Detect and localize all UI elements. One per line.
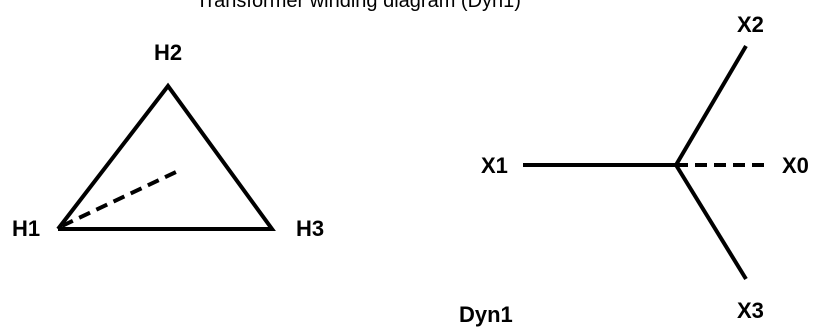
vector-group-label: Dyn1 — [459, 302, 513, 327]
wye-phase-x2 — [674, 44, 748, 167]
label-x0: X0 — [782, 153, 809, 178]
delta-phase-reference-dashed — [61, 170, 177, 228]
label-h3: H3 — [296, 216, 324, 241]
label-x2: X2 — [737, 12, 764, 37]
label-h2: H2 — [154, 40, 182, 65]
label-h1: H1 — [12, 216, 40, 241]
delta-triangle — [56, 82, 276, 231]
label-x3: X3 — [737, 298, 764, 323]
delta-winding: H2 H1 H3 — [12, 40, 324, 241]
wye-phase-x3 — [674, 163, 748, 281]
wye-winding: X1 X0 X2 X3 — [481, 12, 809, 323]
top-caption: Transformer winding diagram (Dyn1) — [196, 0, 521, 12]
label-x1: X1 — [481, 153, 508, 178]
